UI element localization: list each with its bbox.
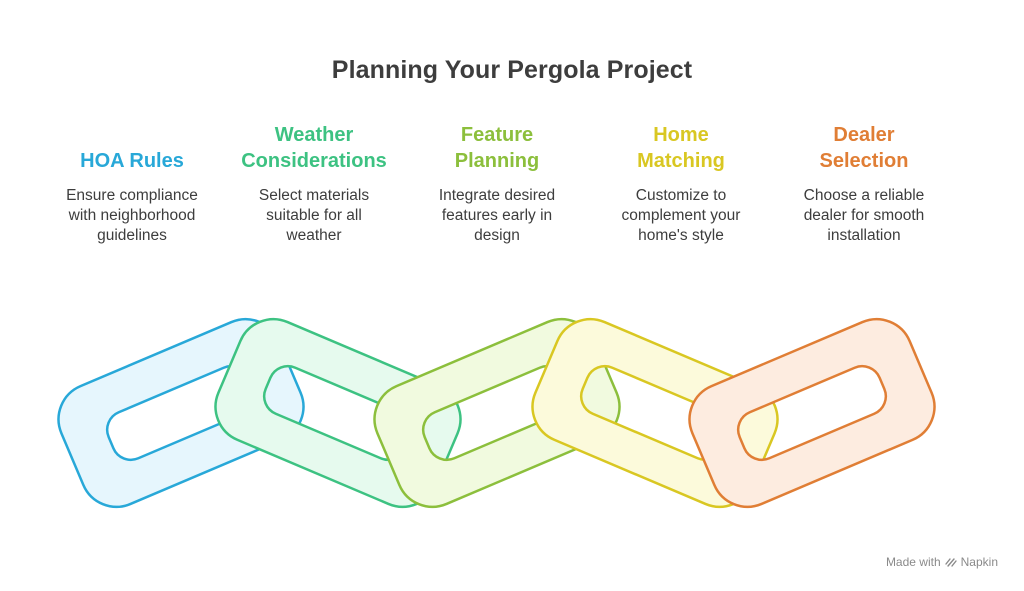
step-home-matching: Home Matching Customize to complement yo… [595,112,767,246]
step-heading-line: Planning [454,150,540,172]
step-description-line: suitable for all [266,207,362,224]
step-description: Choose a reliable dealer for smooth inst… [778,186,950,246]
step-feature-planning: Feature Planning Integrate desired featu… [411,112,583,246]
step-heading: Home Matching [595,112,767,174]
step-description: Integrate desired features early in desi… [411,186,583,246]
napkin-branding[interactable]: Made with Napkin [886,555,998,569]
step-description-line: weather [286,227,342,244]
step-heading-line: Dealer [833,124,895,146]
step-description-line: with neighborhood [68,207,196,224]
step-dealer-selection: Dealer Selection Choose a reliable deale… [778,112,950,246]
step-heading: Weather Considerations [228,112,400,174]
step-heading-line: HOA Rules [80,150,184,172]
step-description-line: home's style [638,227,724,244]
step-description-line: installation [827,227,901,244]
step-heading-line: Home [653,124,709,146]
step-description-line: Integrate desired [438,187,556,204]
step-heading-line: Weather [274,124,354,146]
step-hoa-rules: HOA Rules Ensure compliance with neighbo… [46,112,218,246]
step-description-line: Choose a reliable [803,187,925,204]
step-heading-line: Feature [460,124,534,146]
branding-label: Made with [885,555,941,569]
step-description-line: Select materials [258,187,370,204]
step-description: Select materials suitable for all weathe… [228,186,400,246]
step-description-line: Ensure compliance [66,187,198,204]
steps-row: HOA Rules Ensure compliance with neighbo… [0,0,1024,260]
step-heading: Feature Planning [411,112,583,174]
step-heading: Dealer Selection [778,112,950,174]
step-description: Ensure compliance with neighborhood guid… [46,186,218,246]
step-description-line: features early in [441,207,553,224]
branding-name: Napkin [960,555,998,569]
step-description-line: dealer for smooth [803,207,925,224]
diagram-title: Planning Your Pergola Project [331,56,693,84]
step-description-line: design [474,227,520,244]
step-description: Customize to complement your home's styl… [595,186,767,246]
step-heading-line: Selection [819,150,909,172]
step-weather-considerations: Weather Considerations Select materials … [228,112,400,246]
step-description-line: complement your [621,207,741,224]
step-heading-line: Considerations [241,150,387,172]
step-description-line: Customize to [635,187,727,204]
napkin-logo-icon [944,558,957,567]
chain-link-dealer-selection [688,317,936,509]
step-description-line: guidelines [97,227,167,244]
step-heading-line: Matching [637,150,725,172]
step-heading: HOA Rules [46,112,218,174]
